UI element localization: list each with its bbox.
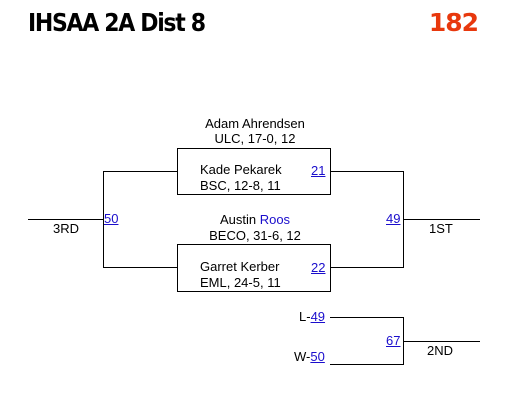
match-22-wrestler: Garret Kerber (200, 259, 280, 274)
middle-seed-first: Austin (219, 212, 257, 227)
loser-prefix: L- (299, 309, 311, 324)
winner-50-entry: W-50 (294, 349, 325, 364)
middle-seed-last: Roos (259, 212, 291, 227)
winner-prefix: W- (294, 349, 311, 364)
middle-seed-name: Austin Roos (180, 212, 330, 227)
third-place-label: 3RD (53, 221, 80, 236)
tournament-title: IHSAA 2A Dist 8 (28, 8, 206, 37)
bout-21-link[interactable]: 21 (311, 163, 326, 178)
middle-seed-info: BECO, 31-6, 12 (209, 228, 301, 243)
bracket-line (103, 171, 178, 172)
winner-50-link[interactable]: 50 (310, 349, 325, 364)
bracket-line (330, 244, 331, 292)
bracket-line (177, 244, 330, 245)
match-22-info: EML, 24-5, 11 (200, 275, 281, 290)
loser-49-link[interactable]: 49 (310, 309, 326, 324)
loser-49-entry: L-49 (299, 309, 325, 324)
bracket-line (403, 219, 480, 220)
second-place-label: 2ND (427, 343, 454, 358)
match-21-wrestler: Kade Pekarek (200, 162, 282, 177)
bout-22-link[interactable]: 22 (311, 260, 326, 275)
weight-class: 182 (428, 8, 479, 37)
match-21-info: BSC, 12-8, 11 (200, 178, 281, 193)
bracket-line (330, 317, 403, 318)
bracket-line (177, 291, 330, 292)
bout-67-link[interactable]: 67 (386, 333, 401, 348)
top-seed-info: ULC, 17-0, 12 (214, 131, 296, 146)
first-place-label: 1ST (429, 221, 453, 236)
bracket-line (403, 341, 480, 342)
bracket-line (28, 219, 104, 220)
bracket-line (330, 267, 403, 268)
bout-50-link[interactable]: 50 (104, 211, 119, 226)
bracket-line (330, 171, 403, 172)
bout-49-link[interactable]: 49 (386, 211, 401, 226)
bracket-line (177, 194, 330, 195)
top-seed-name: Adam Ahrendsen (205, 116, 305, 131)
bracket-line (177, 148, 330, 149)
bracket-line (330, 364, 403, 365)
bracket-line (103, 267, 178, 268)
